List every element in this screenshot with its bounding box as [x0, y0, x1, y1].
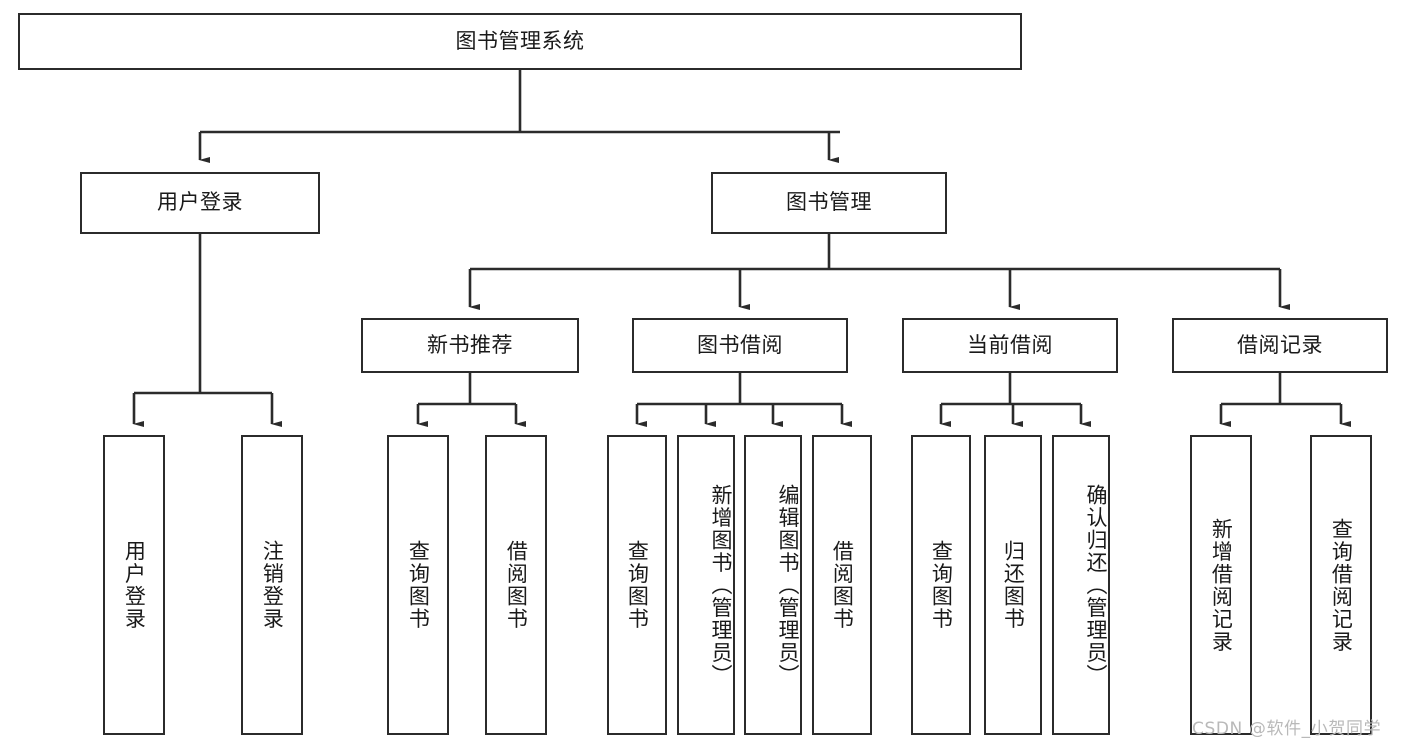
- leaf-borrow-book-recommend-label: 借阅图书: [504, 540, 529, 630]
- leaf-logout-label: 注销登录: [260, 540, 285, 630]
- leaf-confirm-return-admin-label: 确认归还（管理员）: [1084, 483, 1108, 687]
- leaf-query-book-recommend[interactable]: 查询图书: [387, 435, 449, 735]
- leaf-return-book[interactable]: 归还图书: [984, 435, 1042, 735]
- leaf-query-book-current[interactable]: 查询图书: [911, 435, 971, 735]
- leaf-add-book-admin[interactable]: 新增图书（管理员）: [677, 435, 735, 735]
- leaf-query-book-recommend-label: 查询图书: [406, 540, 431, 630]
- node-user-login[interactable]: 用户登录: [80, 172, 320, 234]
- leaf-query-book-current-label: 查询图书: [929, 540, 954, 630]
- leaf-user-login-label: 用户登录: [122, 540, 147, 630]
- leaf-user-login[interactable]: 用户登录: [103, 435, 165, 735]
- leaf-query-borrow-record-label: 查询借阅记录: [1329, 517, 1354, 653]
- node-book-borrow[interactable]: 图书借阅: [632, 318, 848, 373]
- leaf-add-book-admin-label: 新增图书（管理员）: [709, 483, 733, 687]
- leaf-logout[interactable]: 注销登录: [241, 435, 303, 735]
- node-root-label: 图书管理系统: [455, 28, 585, 53]
- node-book-borrow-label: 图书借阅: [697, 332, 783, 357]
- leaf-query-book-borrow[interactable]: 查询图书: [607, 435, 667, 735]
- leaf-add-borrow-record[interactable]: 新增借阅记录: [1190, 435, 1252, 735]
- leaf-borrow-book[interactable]: 借阅图书: [812, 435, 872, 735]
- watermark: CSDN @软件_小贺同学: [1192, 719, 1382, 739]
- leaf-add-borrow-record-label: 新增借阅记录: [1209, 517, 1234, 653]
- node-book-management[interactable]: 图书管理: [711, 172, 947, 234]
- leaf-edit-book-admin-label: 编辑图书（管理员）: [776, 483, 800, 687]
- leaf-return-book-label: 归还图书: [1001, 540, 1026, 630]
- leaf-borrow-book-label: 借阅图书: [830, 540, 855, 630]
- node-user-login-label: 用户登录: [157, 190, 243, 215]
- node-current-borrow-label: 当前借阅: [967, 332, 1053, 357]
- leaf-query-borrow-record[interactable]: 查询借阅记录: [1310, 435, 1372, 735]
- leaf-query-book-borrow-label: 查询图书: [625, 540, 650, 630]
- leaf-edit-book-admin[interactable]: 编辑图书（管理员）: [744, 435, 802, 735]
- node-new-book-recommend-label: 新书推荐: [427, 332, 513, 357]
- node-new-book-recommend[interactable]: 新书推荐: [361, 318, 579, 373]
- node-root[interactable]: 图书管理系统: [18, 13, 1022, 70]
- node-borrow-record-label: 借阅记录: [1237, 332, 1323, 357]
- leaf-confirm-return-admin[interactable]: 确认归还（管理员）: [1052, 435, 1110, 735]
- node-borrow-record[interactable]: 借阅记录: [1172, 318, 1388, 373]
- leaf-borrow-book-recommend[interactable]: 借阅图书: [485, 435, 547, 735]
- node-current-borrow[interactable]: 当前借阅: [902, 318, 1118, 373]
- node-book-management-label: 图书管理: [786, 190, 872, 215]
